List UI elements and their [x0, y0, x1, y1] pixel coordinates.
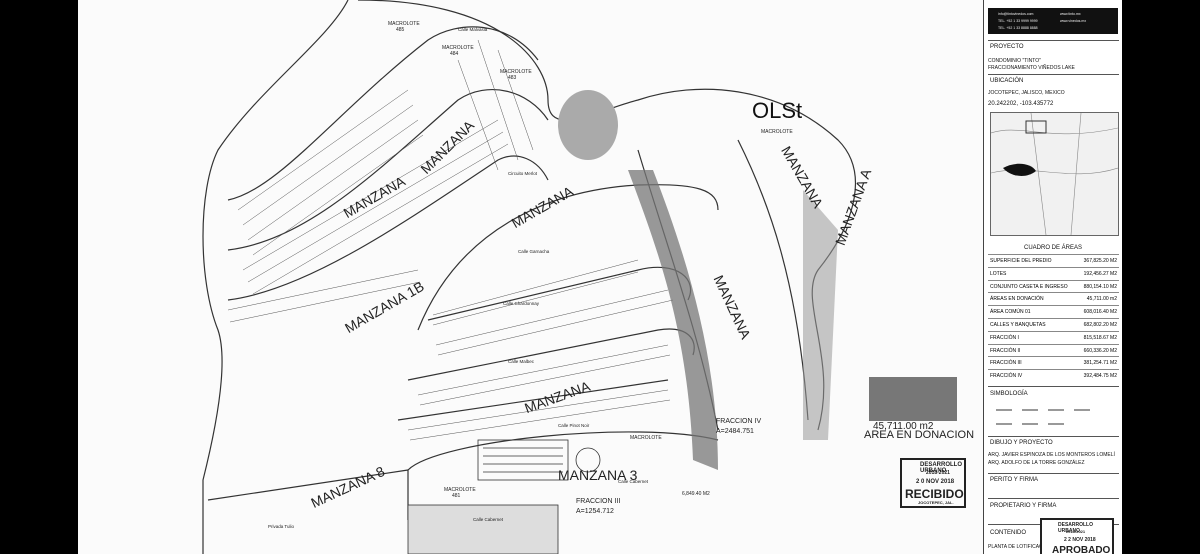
areas-value: 392,484.75 M2 [1083, 373, 1117, 380]
contenido-label: CONTENIDO [990, 530, 1026, 536]
areas-row: FRACCIÓN III 381,254.71 M2 [988, 356, 1119, 369]
aprobado-stamp: DESARROLLO URBANO 2018-2021 2 2 NOV 2018… [1040, 518, 1114, 554]
street-label: Calle Pinot Noir [558, 423, 590, 428]
symbology-icons [992, 400, 1114, 430]
contact-line: www.vinedos.mx [1060, 19, 1087, 23]
ubicacion-label: UBICACIÓN [990, 78, 1024, 84]
dibujo-label: DIBUJO Y PROYECTO [990, 440, 1053, 446]
proyecto-line-2: FRACCIONAMIENTO VIÑEDOS LAKE [988, 65, 1075, 71]
street-label: Calle Cabernet [618, 479, 649, 484]
areas-title: CUADRO DE ÁREAS [1024, 245, 1083, 251]
areas-row: ÁREAS EN DONACIÓN 45,711.00 m2 [988, 292, 1119, 305]
recibido-stamp: DESARROLLO URBANO 2018-2021 2 0 NOV 2018… [900, 458, 966, 508]
fraccion-title: FRACCION IV [716, 418, 762, 425]
proyecto-label: PROYECTO [990, 44, 1024, 50]
areas-value: 45,711.00 m2 [1086, 296, 1117, 303]
fraccion-area: A=2484.751 [716, 428, 754, 435]
areas-value: 608,016.40 M2 [1083, 309, 1117, 316]
donation-legend-swatch [869, 377, 957, 421]
areas-key: CALLES Y BANQUETAS [990, 322, 1046, 328]
areas-row: ÁREA COMÚN 01 608,016.40 M2 [988, 305, 1119, 318]
macrolot-label: MACROLOTE [388, 21, 420, 27]
areas-key: FRACCIÓN IV [990, 373, 1023, 380]
macrolot-number: 485 [396, 27, 405, 33]
areas-value: 192,456.27 M2 [1083, 270, 1117, 277]
areas-key: FRACCIÓN II [990, 347, 1021, 354]
lot-lines [227, 39, 674, 441]
areas-row: SUPERFICIE DEL PREDIO 367,825.20 M2 [988, 254, 1119, 267]
proyecto-line-1: CONDOMINIO "TINTO" [988, 58, 1041, 64]
fraccion-title: FRACCION III [576, 498, 621, 505]
contenido-line: PLANTA DE LOTIFICACIÓN [988, 544, 1052, 550]
perito-label: PERITO Y FIRMA [990, 477, 1039, 483]
simbologia-label: SIMBOLOGÍA [990, 391, 1028, 397]
street-label: Calle Malvasia [458, 27, 488, 32]
dibujo-line-1: ARQ. JAVIER ESPINOZA DE LOS MONTEROS LOM… [988, 452, 1115, 458]
areas-key: FRACCIÓN III [990, 360, 1022, 367]
macrolot-number: 483 [508, 75, 517, 81]
propietario-label: PROPIETARIO Y FIRMA [990, 503, 1057, 509]
areas-row: FRACCIÓN II 660,336.20 M2 [988, 343, 1119, 357]
areas-value: 815,518.67 M2 [1083, 334, 1117, 341]
donation-legend-label: AREA EN DONACION [864, 429, 975, 441]
areas-row: FRACCIÓN IV 392,484.75 M2 [988, 369, 1119, 382]
street-label: Privada Tulio [268, 524, 295, 529]
donation-legend-value: 45,711.00 m2 [873, 421, 934, 432]
areas-row: LOTES 192,456.27 M2 [988, 266, 1119, 280]
amenity-block [407, 439, 601, 554]
macrolot-number: 481 [452, 493, 461, 499]
road-network [202, 0, 857, 554]
street-label: Circuito Merlot [508, 171, 538, 176]
dimension-text: 6,849.40 M2 [682, 491, 710, 497]
manzana-label: MANZANA 3 [558, 467, 638, 483]
street-label: Calle Cabernet [473, 517, 504, 522]
lake [558, 90, 618, 160]
macrolot-label: MACROLOTE [630, 435, 662, 441]
macrolot-label: MACROLOTE [500, 69, 532, 75]
plan-big-label: OLSt [752, 98, 803, 123]
dibujo-line-2: ARQ. ADOLFO DE LA TORRE GONZÁLEZ [988, 460, 1085, 466]
contact-line: TEL. +52 1 33 8888 8888 [998, 26, 1038, 30]
coordinates: 20.242202, -103.435772 [988, 101, 1054, 107]
street-label: Calle Chardonnay [503, 301, 540, 306]
fraccion-area: A=1254.712 [576, 508, 614, 515]
areas-value: 880,154.10 M2 [1083, 283, 1117, 290]
areas-key: CONJUNTO CASETA E INGRESO [990, 283, 1068, 290]
areas-key: SUPERFICIE DEL PREDIO [990, 258, 1052, 264]
macrolot-label: MACROLOTE [442, 45, 474, 51]
areas-row: CALLES Y BANQUETAS 682,802.20 M2 [988, 318, 1119, 331]
areas-key: ÁREA COMÚN 01 [990, 309, 1031, 316]
street-label: Calle Malbec [508, 359, 535, 364]
macrolot-number: 484 [450, 51, 459, 57]
areas-value: 660,336.20 M2 [1083, 347, 1117, 354]
macrolot-label: MACROLOTE [444, 487, 476, 493]
areas-key: ÁREAS EN DONACIÓN [990, 296, 1044, 303]
areas-key: FRACCIÓN I [990, 334, 1019, 341]
subdivision-plan [202, 0, 857, 554]
street-label: Calle Garnacha [518, 249, 550, 254]
macrolot-label: MACROLOTE [761, 129, 793, 135]
contact-line: info@tintovinedos.com [998, 12, 1034, 16]
areas-key: LOTES [990, 270, 1007, 277]
contact-line: TEL. +52 1 33 9999 9999 [998, 19, 1038, 23]
areas-row: FRACCIÓN I 815,518.67 M2 [988, 330, 1119, 344]
donation-area-shade [628, 170, 718, 470]
areas-value: 381,254.71 M2 [1083, 360, 1117, 367]
areas-value: 367,825.20 M2 [1083, 258, 1117, 264]
areas-row: CONJUNTO CASETA E INGRESO 880,154.10 M2 [988, 279, 1119, 293]
ubicacion-line: JOCOTEPEC, JALISCO, MEXICO [988, 90, 1065, 96]
contact-line: www.tinto.mx [1060, 12, 1081, 16]
areas-value: 682,802.20 M2 [1083, 322, 1117, 328]
green-area-shade [803, 190, 838, 440]
location-map [990, 112, 1119, 236]
